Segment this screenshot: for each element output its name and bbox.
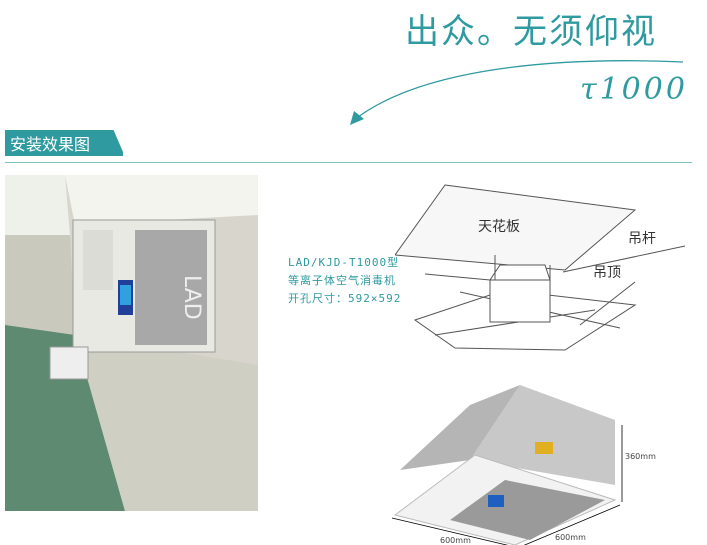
section-underline — [5, 152, 123, 156]
suspended-ceiling-label: 吊顶 — [593, 265, 621, 281]
svg-text:LAD: LAD — [179, 275, 204, 320]
ceiling-label: 天花板 — [478, 219, 520, 235]
section-title: 安装效果图 — [5, 130, 123, 152]
product-description: LAD/KJD-T1000型 等离子体空气消毒机 开孔尺寸：592×592 — [288, 254, 401, 308]
divider — [5, 162, 692, 163]
model-name: τ1000 — [580, 72, 688, 107]
product-render — [391, 385, 623, 545]
arrow-decoration — [350, 60, 684, 125]
height-dimension: 360mm — [625, 452, 656, 461]
width-dimension: 600mm — [440, 536, 471, 545]
depth-dimension: 600mm — [555, 533, 586, 542]
slogan: 出众。无须仰视 — [405, 12, 657, 52]
installation-photo: LAD — [5, 175, 258, 511]
rod-label: 吊杆 — [628, 231, 656, 247]
product-type: 等离子体空气消毒机 — [288, 274, 396, 287]
opening-size: 开孔尺寸：592×592 — [288, 292, 402, 305]
product-model: LAD/KJD-T1000型 — [288, 256, 400, 269]
installation-diagram — [395, 184, 686, 351]
